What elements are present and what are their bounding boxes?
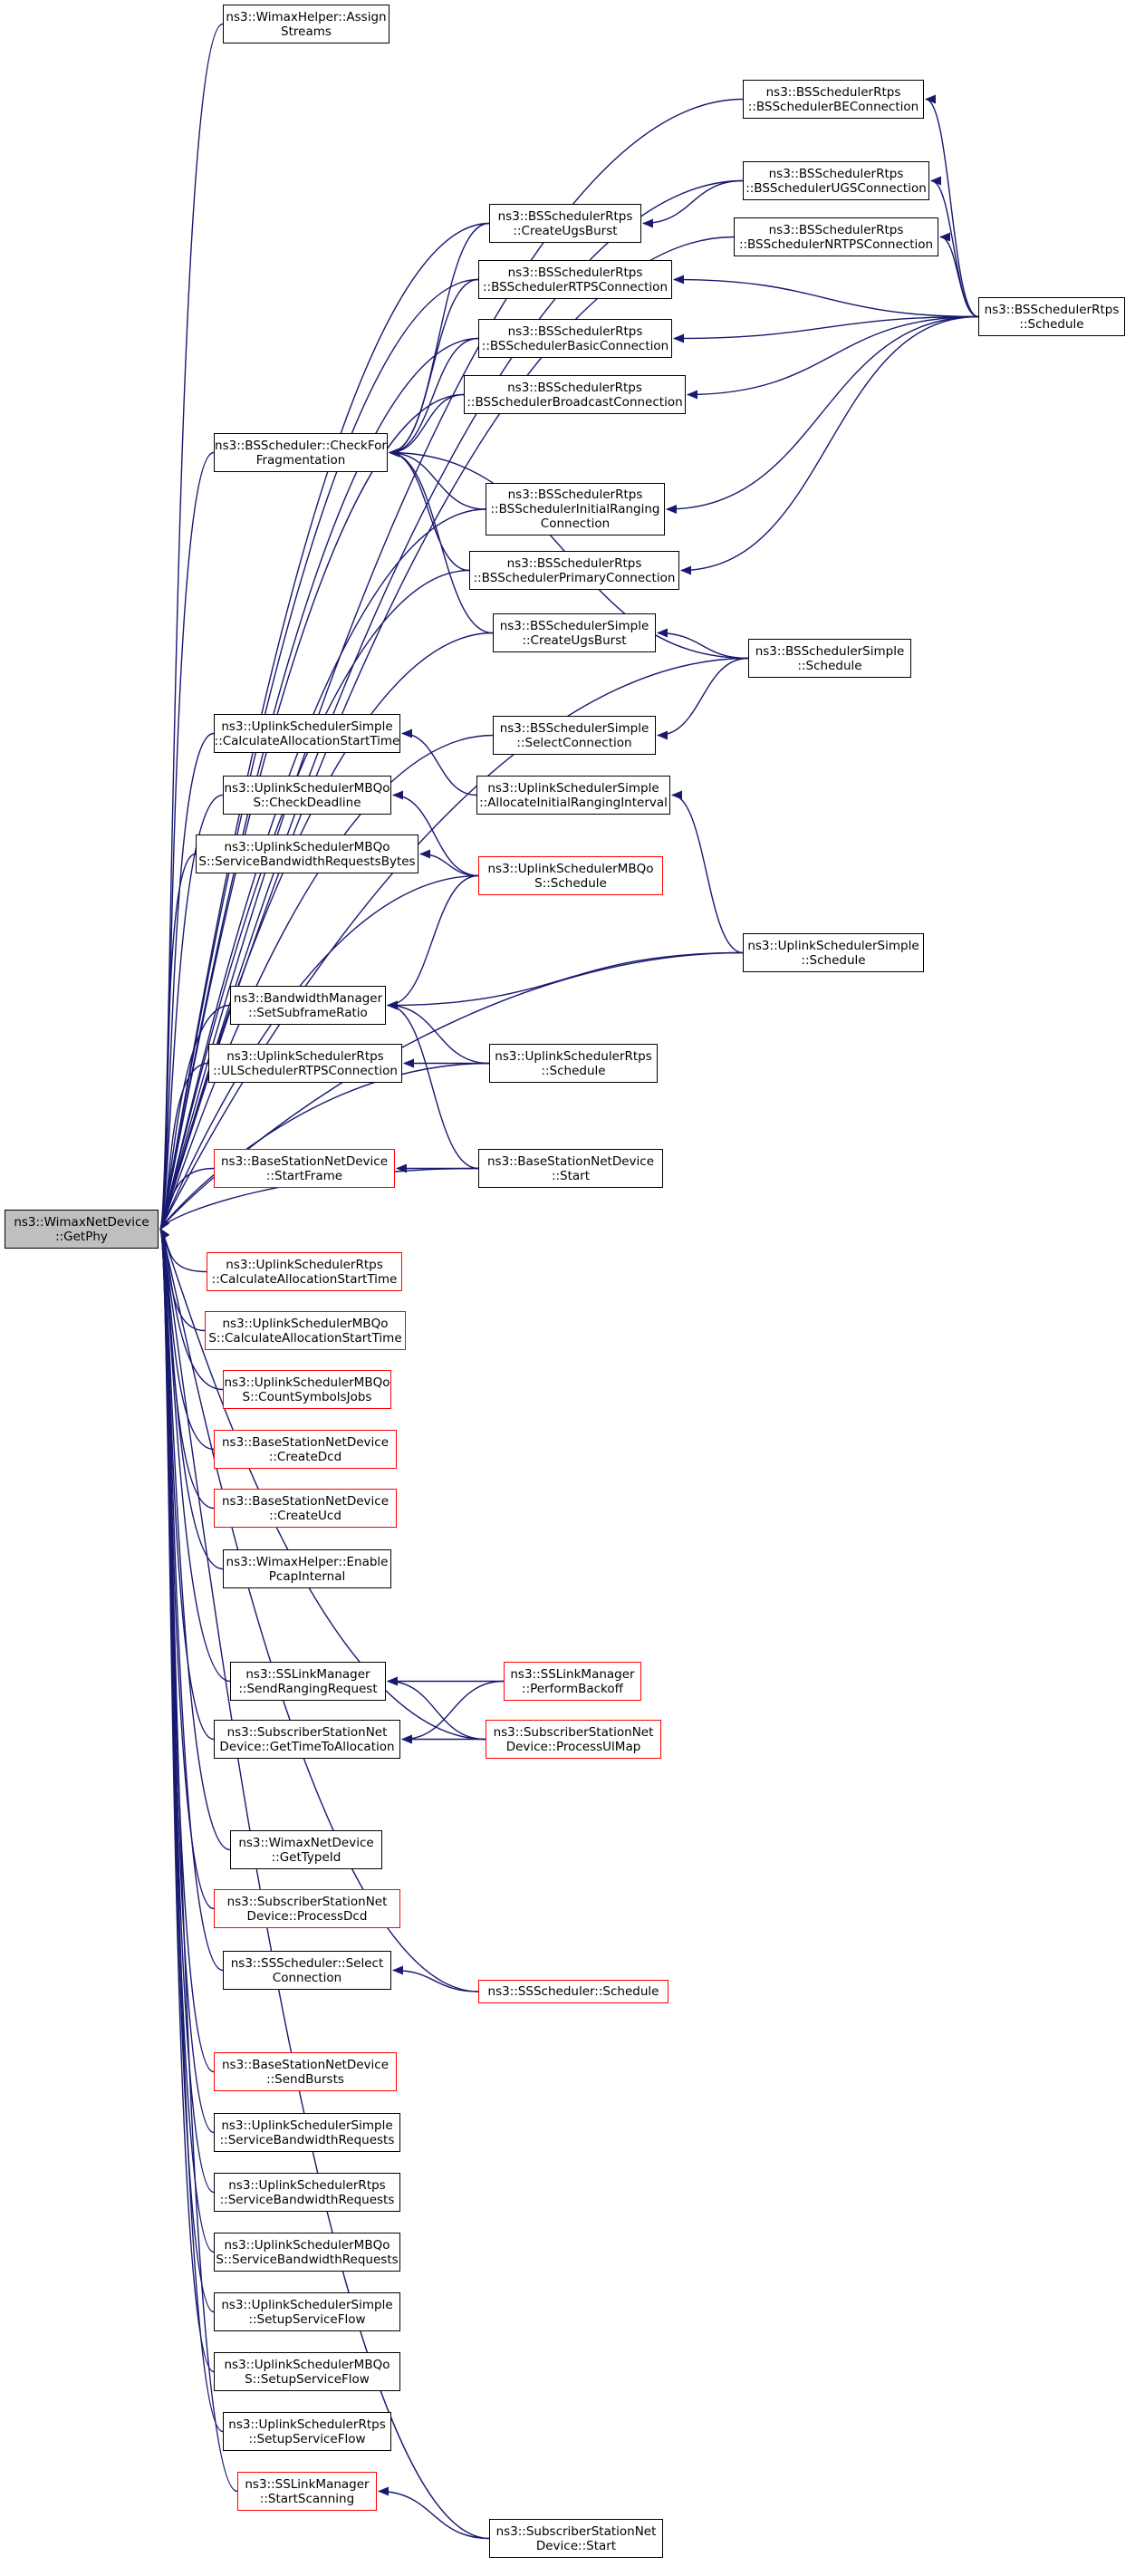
edge-n7-to-n11	[666, 315, 979, 514]
node-basestationnetdevice-createucd[interactable]: ns3::BaseStationNetDevice::CreateUcd	[214, 1489, 397, 1528]
edge-n49-to-n48	[378, 2486, 490, 2540]
node-bsschedulerrtps-primaryconnection[interactable]: ns3::BSSchedulerRtps::BSSchedulerPrimary…	[469, 551, 679, 590]
edge-n40-to-n0	[159, 1228, 479, 1992]
node-basestationnetdevice-sendbursts[interactable]: ns3::BaseStationNetDevice::SendBursts	[214, 2052, 397, 2091]
node-wimaxnetdevice-getphy[interactable]: ns3::WimaxNetDevice::GetPhy	[5, 1210, 159, 1249]
edge-n13-to-n0	[159, 632, 494, 1230]
node-uplinkschedulersimple-allocateinitialranginginterval[interactable]: ns3::UplinkSchedulerSimple::AllocateInit…	[476, 776, 670, 815]
edge-n11-to-n10	[389, 448, 486, 510]
node-uplinkschedulersimple-schedule[interactable]: ns3::UplinkSchedulerSimple::Schedule	[743, 933, 924, 972]
edge-n19-to-n0	[159, 853, 197, 1230]
node-bsschedulerrtps-rtpsconnection[interactable]: ns3::BSSchedulerRtps::BSSchedulerRTPSCon…	[478, 260, 672, 299]
edge-n48-to-n0	[159, 1228, 238, 2493]
edge-n14-to-n0	[159, 657, 749, 1230]
edge-n12-to-n0	[159, 569, 470, 1230]
edge-n49-to-n0	[159, 1228, 490, 2540]
edge-n8-to-n10	[389, 337, 479, 458]
node-bsschedulersimple-createugsburst[interactable]: ns3::BSSchedulerSimple::CreateUgsBurst	[493, 613, 656, 652]
edge-n13-to-n10	[389, 448, 494, 634]
edge-n18-to-n15	[401, 728, 477, 796]
edge-n20-to-n22	[387, 874, 479, 1010]
edge-n20-to-n17	[392, 790, 479, 877]
edge-n9-to-n10	[389, 393, 465, 458]
node-ssscheduler-schedule[interactable]: ns3::SSScheduler::Schedule	[478, 1980, 668, 2003]
node-bsschedulerrtps-nrtpsconnection[interactable]: ns3::BSSchedulerRtps::BSSchedulerNRTPSCo…	[734, 217, 938, 256]
node-uplinkschedulersimple-servicebandwidthrequests[interactable]: ns3::UplinkSchedulerSimple::ServiceBandw…	[214, 2113, 400, 2152]
edge-n23-to-n0	[159, 1062, 209, 1230]
edge-n6-to-n0	[159, 278, 479, 1230]
edge-n40-to-n39	[392, 1965, 479, 1992]
edge-n26-to-n22	[387, 1000, 479, 1170]
edge-n3-to-n4	[642, 179, 744, 228]
edge-n7-to-n2	[925, 94, 979, 318]
node-sslinkmanager-sendrangingrequest[interactable]: ns3::SSLinkManager::SendRangingRequest	[230, 1662, 386, 1701]
edge-n34-to-n35	[401, 1680, 505, 1744]
node-basestationnetdevice-startframe[interactable]: ns3::BaseStationNetDevice::StartFrame	[214, 1149, 395, 1188]
edge-n12-to-n10	[389, 448, 470, 572]
node-uplinkschedulerrtps-schedule[interactable]: ns3::UplinkSchedulerRtps::Schedule	[489, 1044, 658, 1083]
node-bsschedulersimple-selectconnection[interactable]: ns3::BSSchedulerSimple::SelectConnection	[493, 716, 656, 755]
edge-n7-to-n6	[673, 275, 979, 318]
node-bsschedulerrtps-initialrangingconnection[interactable]: ns3::BSSchedulerRtps::BSSchedulerInitial…	[486, 483, 665, 535]
node-bandwidthmanager-setsubframeratio[interactable]: ns3::BandwidthManager::SetSubframeRatio	[230, 986, 386, 1025]
edge-n26-to-n0	[159, 1167, 479, 1230]
edge-n7-to-n5	[939, 232, 979, 318]
edge-n24-to-n0	[159, 1062, 490, 1230]
edge-n14-to-n16	[657, 657, 749, 740]
node-uplinkschedulerrtps-servicebandwidthrequests[interactable]: ns3::UplinkSchedulerRtps::ServiceBandwid…	[214, 2173, 400, 2212]
node-sslinkmanager-performbackoff[interactable]: ns3::SSLinkManager::PerformBackoff	[504, 1662, 641, 1701]
edge-n21-to-n0	[159, 951, 744, 1230]
node-sslinkmanager-startscanning[interactable]: ns3::SSLinkManager::StartScanning	[237, 2472, 377, 2511]
node-bsschedulersimple-schedule[interactable]: ns3::BSSchedulerSimple::Schedule	[748, 639, 911, 678]
node-bsschedulerrtps-beconnection[interactable]: ns3::BSSchedulerRtps::BSSchedulerBEConne…	[743, 80, 924, 119]
node-bsschedulerrtps-basicconnection[interactable]: ns3::BSSchedulerRtps::BSSchedulerBasicCo…	[478, 319, 672, 358]
node-uplinkschedulerrtps-setupserviceflow[interactable]: ns3::UplinkSchedulerRtps::SetupServiceFl…	[223, 2412, 391, 2451]
node-bsschedulerrtps-broadcastconnection[interactable]: ns3::BSSchedulerRtps::BSSchedulerBroadca…	[464, 375, 686, 414]
node-bsschedulerrtps-schedule[interactable]: ns3::BSSchedulerRtps::Schedule	[978, 297, 1125, 336]
edge-n14-to-n13	[657, 628, 749, 660]
edge-n21-to-n18	[671, 790, 744, 954]
node-uplinkschedulerrtps-calculateallocationstarttime[interactable]: ns3::UplinkSchedulerRtps::CalculateAlloc…	[207, 1252, 402, 1291]
node-basestationnetdevice-start[interactable]: ns3::BaseStationNetDevice::Start	[478, 1149, 663, 1188]
node-wimaxnetdevice-gettypeid[interactable]: ns3::WimaxNetDevice::GetTypeId	[230, 1830, 382, 1869]
node-bsschedulerrtps-createugsburst[interactable]: ns3::BSSchedulerRtps::CreateUgsBurst	[489, 204, 641, 243]
edge-n20-to-n19	[419, 849, 479, 877]
edge-n7-to-n8	[673, 315, 979, 343]
edge-n7-to-n9	[687, 315, 979, 400]
edge-n21-to-n22	[387, 951, 744, 1010]
edge-n7-to-n12	[680, 315, 979, 575]
node-bsschedulerrtps-ugsconnection[interactable]: ns3::BSSchedulerRtps::BSSchedulerUGSConn…	[743, 161, 929, 200]
edge-n6-to-n10	[389, 278, 479, 458]
node-uplinkschedulerrtps-ulschedulerrtpsconnection[interactable]: ns3::UplinkSchedulerRtps::ULSchedulerRTP…	[208, 1044, 402, 1083]
node-uplinkschedulersimple-setupserviceflow[interactable]: ns3::UplinkSchedulerSimple::SetupService…	[214, 2292, 400, 2331]
node-basestationnetdevice-createdcd[interactable]: ns3::BaseStationNetDevice::CreateDcd	[214, 1430, 397, 1469]
edge-n24-to-n22	[387, 1000, 490, 1065]
node-uplinkschedulersimple-calculateallocationstarttime[interactable]: ns3::UplinkSchedulerSimple::CalculateAll…	[214, 714, 400, 753]
edge-n36-to-n33	[387, 1676, 486, 1741]
edge-n1-to-n0	[159, 23, 224, 1230]
